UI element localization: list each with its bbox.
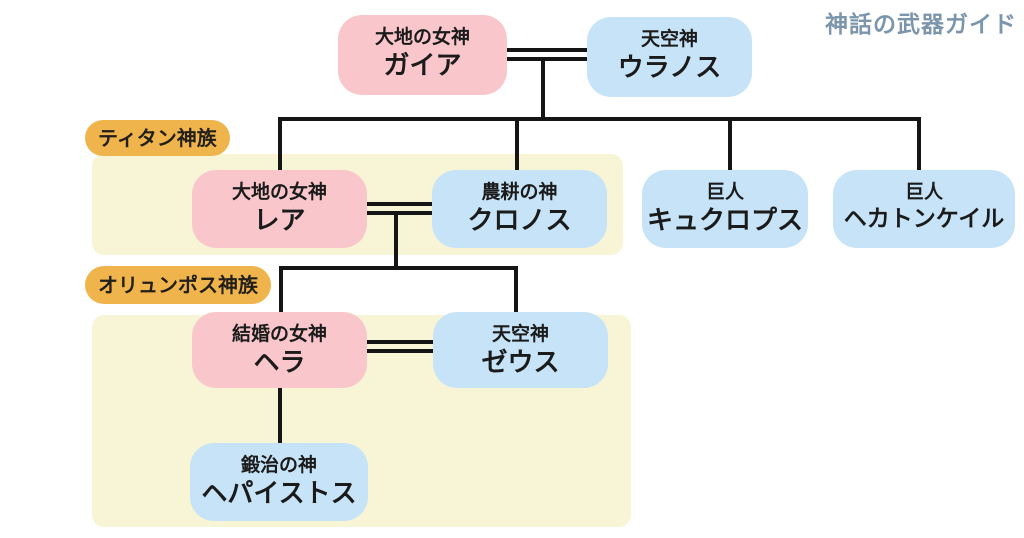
node-hephaistos-role: 鍛治の神 <box>240 454 317 476</box>
node-uranos: 天空神 ウラノス <box>587 17 752 97</box>
node-cyclops-role: 巨人 <box>705 181 744 203</box>
node-gaia-name: ガイア <box>383 50 462 81</box>
node-kronos: 農耕の神 クロノス <box>432 170 607 248</box>
node-gaia: 大地の女神 ガイア <box>338 15 507 95</box>
node-zeus-name: ゼウス <box>481 347 560 378</box>
sibling-line-generation2 <box>278 117 921 121</box>
node-hera-role: 結婚の女神 <box>231 323 327 345</box>
drop-line-hephaistos <box>278 388 282 445</box>
drop-line-kronos <box>515 117 519 173</box>
node-zeus-role: 天空神 <box>491 323 549 345</box>
marriage-line-gaia-uranos <box>505 48 589 61</box>
drop-line-hera <box>279 266 283 315</box>
node-gaia-role: 大地の女神 <box>374 26 470 48</box>
drop-line-cyclops <box>728 117 732 173</box>
olympos-group-badge: オリュンポス神族 <box>85 266 271 304</box>
node-hecatoncheir-name: ヘカトンケイル <box>843 205 1005 232</box>
node-zeus: 天空神 ゼウス <box>433 312 608 388</box>
node-cyclops-name: キュクロプス <box>646 205 803 236</box>
marriage-line-rhea-kronos <box>365 202 434 215</box>
node-hera: 結婚の女神 ヘラ <box>192 312 367 388</box>
node-rhea-role: 大地の女神 <box>231 181 327 203</box>
descent-line-gaia-uranos <box>541 58 545 121</box>
titan-group-badge: ティタン神族 <box>85 120 230 156</box>
node-kronos-name: クロノス <box>467 205 572 236</box>
node-rhea-name: レア <box>253 205 306 236</box>
page-title: 神話の武器ガイド <box>825 12 1017 38</box>
node-hecatoncheir-role: 巨人 <box>904 181 943 203</box>
marriage-line-hera-zeus <box>366 340 435 353</box>
sibling-line-generation3 <box>279 266 518 270</box>
node-hecatoncheir: 巨人 ヘカトンケイル <box>833 170 1015 248</box>
node-uranos-role: 天空神 <box>640 28 698 50</box>
drop-line-rhea <box>278 117 282 173</box>
node-hephaistos-name: ヘパイストス <box>201 478 357 509</box>
node-uranos-name: ウラノス <box>617 52 722 83</box>
node-rhea: 大地の女神 レア <box>192 170 367 248</box>
descent-line-rhea-kronos <box>394 213 398 270</box>
node-cyclops: 巨人 キュクロプス <box>642 170 808 248</box>
node-hephaistos: 鍛治の神 ヘパイストス <box>190 443 368 521</box>
node-kronos-role: 農耕の神 <box>481 181 558 203</box>
drop-line-hecatoncheir <box>917 117 921 173</box>
node-hera-name: ヘラ <box>253 347 306 378</box>
drop-line-zeus <box>514 266 518 315</box>
